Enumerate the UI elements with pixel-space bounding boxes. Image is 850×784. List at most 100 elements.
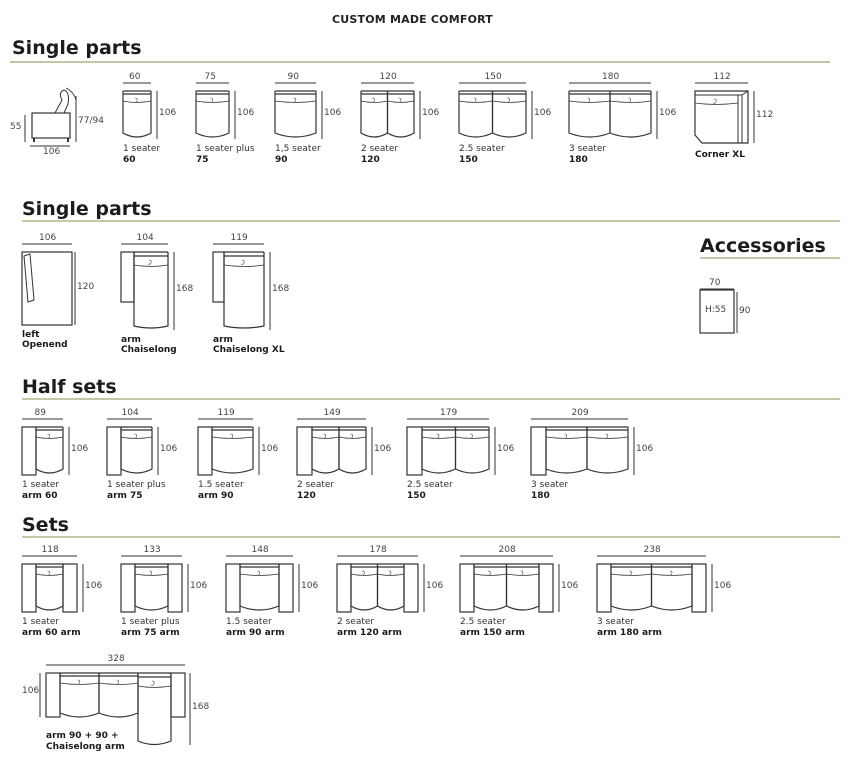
sofa-drawing <box>197 426 254 476</box>
item-code: 150 <box>459 155 478 165</box>
depth-dimension: 90 <box>739 305 751 316</box>
item-name: 2.5 seater <box>459 144 505 154</box>
sofa-drawing <box>225 563 294 613</box>
item-name: 1 seater plus <box>107 480 166 490</box>
depth-dimension: 106 <box>422 108 440 118</box>
item-name: arm <box>213 335 233 345</box>
item-code: 75 <box>196 155 209 165</box>
chaiselong-drawing <box>120 251 169 329</box>
sofa-drawing <box>120 563 183 613</box>
depth-dimension: 106 <box>22 686 40 696</box>
width-dimension: 133 <box>143 545 161 555</box>
width-dimension: 89 <box>34 408 46 418</box>
section-rule <box>22 536 840 538</box>
width-dimension: 209 <box>571 408 589 418</box>
item-name: 1,5 seater <box>275 144 321 154</box>
item-code: 180 <box>569 155 588 165</box>
item-code: arm 150 arm <box>460 628 525 638</box>
page-title: CUSTOM MADE COMFORT <box>332 13 494 26</box>
width-dimension: 328 <box>107 654 125 664</box>
item-code: arm 60 arm <box>22 628 81 638</box>
item-code: arm 75 <box>107 491 143 501</box>
depth-dimension: 106 <box>324 108 342 118</box>
width-dimension: 238 <box>643 545 661 555</box>
item-name: 1.5 seater <box>198 480 244 490</box>
item-code: 60 <box>123 155 136 165</box>
item-name: 1 seater <box>123 144 161 154</box>
sofa-drawing <box>274 90 317 138</box>
sofa-drawing <box>459 563 554 613</box>
chaiselong-drawing <box>212 251 265 329</box>
width-dimension: 208 <box>498 545 516 555</box>
width-dimension: 118 <box>41 545 59 555</box>
sofa-drawing <box>122 90 152 138</box>
depth-dimension: 106 <box>497 444 515 454</box>
depth-dimension: 168 <box>272 284 290 294</box>
item-code: Corner XL <box>695 150 745 160</box>
depth-dimension: 106 <box>71 444 89 454</box>
item-code: 120 <box>297 491 316 501</box>
section-rule <box>10 61 830 63</box>
back-height-label: 77/94 <box>78 116 104 126</box>
item-name: 3 seater <box>569 144 607 154</box>
sofa-drawing <box>530 426 629 476</box>
pouf-height-label: H:55 <box>705 305 727 315</box>
depth-dimension: 106 <box>160 444 178 454</box>
item-name: 1 seater plus <box>196 144 255 154</box>
sofa-drawing <box>360 90 415 138</box>
item-code: arm 75 arm <box>121 628 180 638</box>
width-dimension: 179 <box>440 408 458 418</box>
item-name: 3 seater <box>597 617 635 627</box>
section-rule <box>22 220 840 222</box>
item-code: arm 90 <box>198 491 234 501</box>
sofa-drawing <box>458 90 527 138</box>
width-dimension: 149 <box>323 408 341 418</box>
width-dimension: 104 <box>136 233 154 243</box>
section-heading-single-parts-2: Single parts <box>22 198 152 220</box>
item-name: 2 seater <box>297 480 335 490</box>
section-rule <box>700 257 840 259</box>
section-heading-single-parts: Single parts <box>12 37 142 59</box>
depth-dimension: 106 <box>237 108 255 118</box>
sofa-drawing <box>21 563 78 613</box>
item-name: 3 seater <box>531 480 569 490</box>
width-dimension: 178 <box>369 545 387 555</box>
section-heading-half-sets: Half sets <box>22 376 117 398</box>
section-heading-accessories: Accessories <box>700 235 826 257</box>
item-code: arm 90 arm <box>226 628 285 638</box>
corner-xl-drawing <box>694 90 749 144</box>
width-dimension: 150 <box>484 72 502 82</box>
depth-dimension: 106 <box>159 108 177 118</box>
item-code: Openend <box>22 340 68 350</box>
depth-dimension: 106 <box>85 581 103 591</box>
width-dimension: 106 <box>39 233 57 243</box>
width-dimension: 119 <box>217 408 235 418</box>
item-code: arm 180 arm <box>597 628 662 638</box>
item-name: 2 seater <box>361 144 399 154</box>
section-heading-sets: Sets <box>22 514 69 536</box>
sofa-drawing <box>406 426 490 476</box>
item-name: arm 90 + 90 + <box>46 731 119 741</box>
item-code: Chaiselong arm <box>46 742 125 752</box>
item-code: 150 <box>407 491 426 501</box>
depth-dimension: 106 <box>426 581 444 591</box>
sofa-drawing <box>596 563 707 613</box>
width-dimension: 148 <box>251 545 269 555</box>
depth-dimension: 106 <box>636 444 654 454</box>
item-name: 1 seater plus <box>121 617 180 627</box>
item-code: arm 120 arm <box>337 628 402 638</box>
side-view-drawing <box>31 87 77 142</box>
depth-dimension: 168 <box>176 284 194 294</box>
depth-dimension: 106 <box>261 444 279 454</box>
depth-dimension: 106 <box>301 581 319 591</box>
width-dimension: 120 <box>379 72 397 82</box>
width-dimension: 112 <box>713 72 731 82</box>
seat-height-label: 55 <box>10 122 22 132</box>
depth-dimension: 106 <box>659 108 677 118</box>
item-name: 2.5 seater <box>460 617 506 627</box>
sofa-drawing <box>21 426 64 476</box>
width-dimension: 180 <box>602 72 620 82</box>
item-name: arm <box>121 335 141 345</box>
depth-dimension: 106 <box>714 581 732 591</box>
